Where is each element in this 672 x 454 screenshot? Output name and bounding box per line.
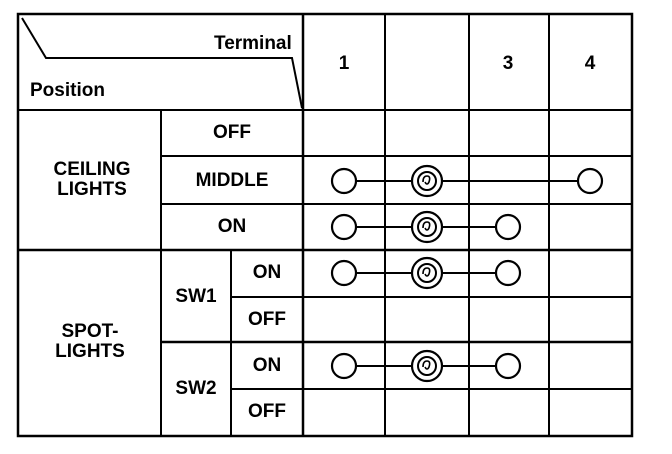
- sw2-on-terminal-3-icon: [494, 352, 522, 380]
- ceiling-on-position: ON: [217, 216, 247, 237]
- sw2-label: SW2: [175, 378, 217, 399]
- sw1-on-terminal-3-icon: [494, 259, 522, 287]
- sw2-on-position: ON: [252, 355, 282, 376]
- sw2-off-position: OFF: [248, 401, 286, 422]
- ceiling-middle-position: MIDDLE: [195, 170, 269, 191]
- ceiling-middle-terminal-1-icon: [330, 167, 358, 195]
- continuity-wires: [330, 164, 604, 383]
- position-header-label: Position: [30, 80, 105, 101]
- sw1-off-position: OFF: [248, 309, 286, 330]
- sw1-on-position: ON: [252, 262, 282, 283]
- sw2-on-bulb-icon: [410, 349, 444, 383]
- sw1-on-bulb-icon: [410, 256, 444, 290]
- ceiling-middle-terminal-4-icon: [576, 167, 604, 195]
- ceiling-middle-bulb-icon: [410, 164, 444, 198]
- terminal-column-3: 3: [502, 53, 514, 74]
- ceiling-on-terminal-3-icon: [494, 213, 522, 241]
- terminal-column-4: 4: [584, 53, 596, 74]
- sw2-on-terminal-1-icon: [330, 352, 358, 380]
- ceiling-on-terminal-1-icon: [330, 213, 358, 241]
- sw1-on-terminal-1-icon: [330, 259, 358, 287]
- ceiling-off-position: OFF: [213, 122, 251, 143]
- ceiling-lights-label: CEILING LIGHTS: [53, 159, 131, 200]
- terminal-header-label: Terminal: [214, 33, 292, 54]
- sw1-label: SW1: [175, 286, 217, 307]
- spot-lights-label: SPOT- LIGHTS: [55, 321, 125, 362]
- terminal-column-1: 1: [338, 53, 350, 74]
- ceiling-on-bulb-icon: [410, 210, 444, 244]
